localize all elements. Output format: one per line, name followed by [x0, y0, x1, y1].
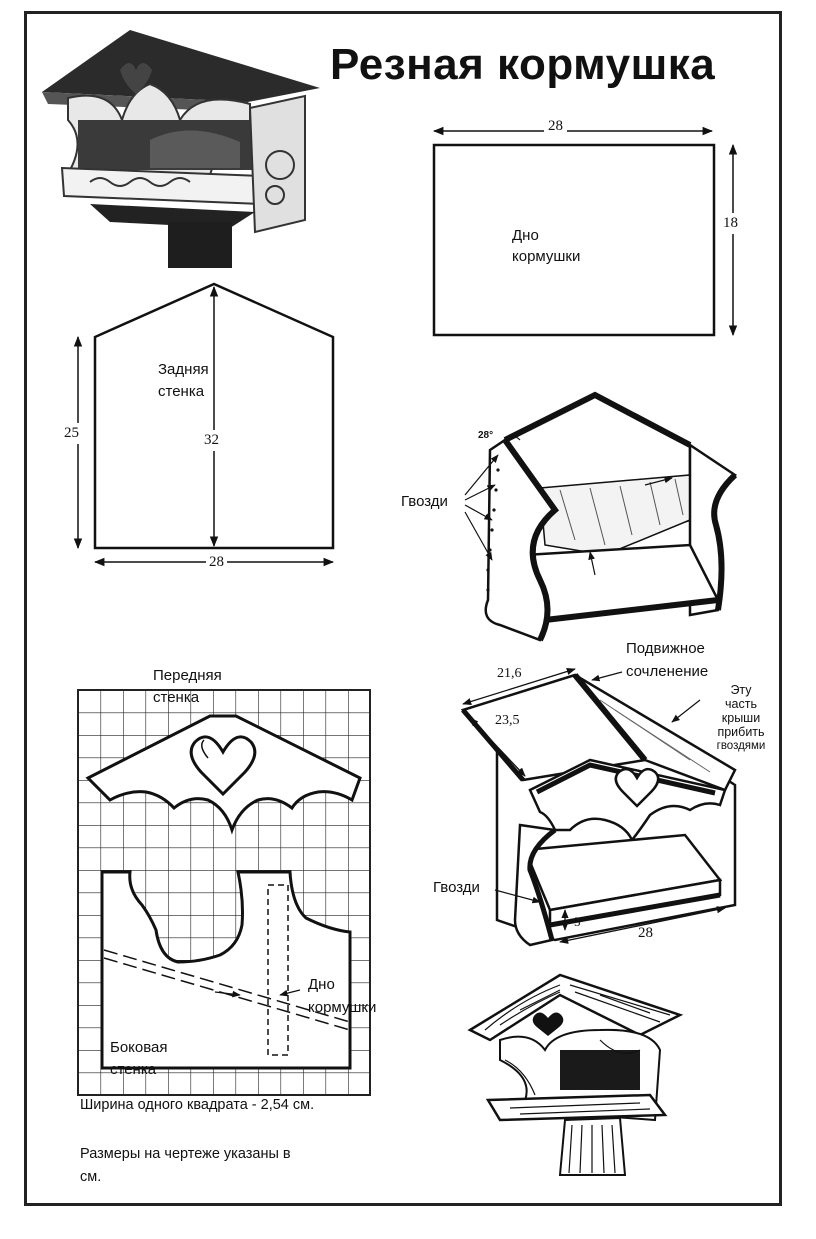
- roof-note-line-4: прибить: [717, 725, 765, 739]
- back-wall-width-dimension: 28: [206, 554, 227, 571]
- roof-width-dimension: 21,6: [497, 666, 522, 681]
- assembly-roof-drawing: [460, 667, 737, 947]
- back-wall-height-dimension: 32: [204, 430, 219, 451]
- sketch-heart: [532, 1012, 564, 1036]
- rim-dimension: 5: [574, 914, 581, 929]
- side-wall-label-2: стенка: [110, 1061, 157, 1078]
- bottom-width-dimension: 28: [544, 118, 567, 135]
- bottom-panel-outline: [432, 143, 716, 337]
- hinge-label-2: сочленение: [626, 663, 709, 680]
- sketch-interior: [560, 1050, 640, 1090]
- front-wall-label-2: стенка: [153, 689, 200, 706]
- grid-bottom-label-2: кормушки: [308, 999, 377, 1016]
- roof-heart-cutout: [614, 767, 660, 808]
- assembly-frame-drawing: [464, 391, 738, 642]
- back-wall-label-1: Задняя: [158, 361, 209, 378]
- bottom-height-dimension: 18: [723, 213, 738, 234]
- roof-note-line-3: крыши: [721, 711, 761, 725]
- assembly-back-wall-edge: [503, 391, 692, 448]
- units-note-line-2: см.: [80, 1169, 102, 1185]
- photo-seeds: [150, 130, 240, 168]
- roof-length-dimension: 23,5: [495, 713, 520, 728]
- roof-note: Эту часть крыши прибить гвоздями: [700, 683, 782, 753]
- assembly-glass: [539, 474, 691, 556]
- photo-side-wall: [248, 94, 306, 234]
- nails-label-roof: Гвозди: [433, 879, 480, 896]
- angle-label: 28°: [478, 430, 494, 441]
- roof-note-line-5: гвоздями: [716, 740, 766, 752]
- photo-flower-ornament: [265, 150, 295, 180]
- photo-heart-cutout: [120, 63, 152, 94]
- roof-note-line-2: часть: [725, 697, 757, 711]
- feeder-sketch: [467, 973, 684, 1176]
- page-title: Резная кормушка: [330, 40, 716, 89]
- dashed-post: [267, 884, 289, 1056]
- bottom-panel-label-1: Дно: [512, 227, 539, 244]
- base-width-dimension: 28: [638, 925, 653, 941]
- side-wall-label-1: Боковая: [110, 1039, 168, 1056]
- photo-post: [168, 222, 232, 268]
- back-wall-drawing: [73, 282, 335, 567]
- sketch-roof: [467, 973, 684, 1042]
- grid-pattern-drawing: [77, 689, 371, 1096]
- hinge-label-1: Подвижное: [626, 640, 705, 657]
- roof-width-arrow: [462, 667, 576, 706]
- page-frame: [24, 11, 782, 1206]
- photo-roof: [42, 30, 320, 102]
- bottom-panel-drawing: [432, 126, 738, 337]
- front-wall-label-1: Передняя: [153, 667, 222, 684]
- heart-cutout: [189, 735, 257, 797]
- nails-label-top: Гвозди: [401, 493, 448, 510]
- back-wall-side-dimension: 25: [64, 423, 79, 444]
- back-wall-label-2: стенка: [158, 383, 205, 400]
- back-wall-outline: [93, 282, 335, 550]
- roof-note-line-1: Эту: [730, 683, 752, 697]
- square-width-note: Ширина одного квадрата - 2,54 см.: [80, 1097, 315, 1113]
- feeder-photo: [42, 30, 320, 268]
- grid-bottom-label-1: Дно: [308, 976, 335, 993]
- photo-rim-ornament: [89, 177, 191, 187]
- roof-length-arrow: [469, 717, 526, 777]
- bottom-panel-label-2: кормушки: [512, 248, 581, 265]
- base-width-arrow: [559, 906, 726, 944]
- units-note-line-1: Размеры на чертеже указаны в: [80, 1146, 291, 1162]
